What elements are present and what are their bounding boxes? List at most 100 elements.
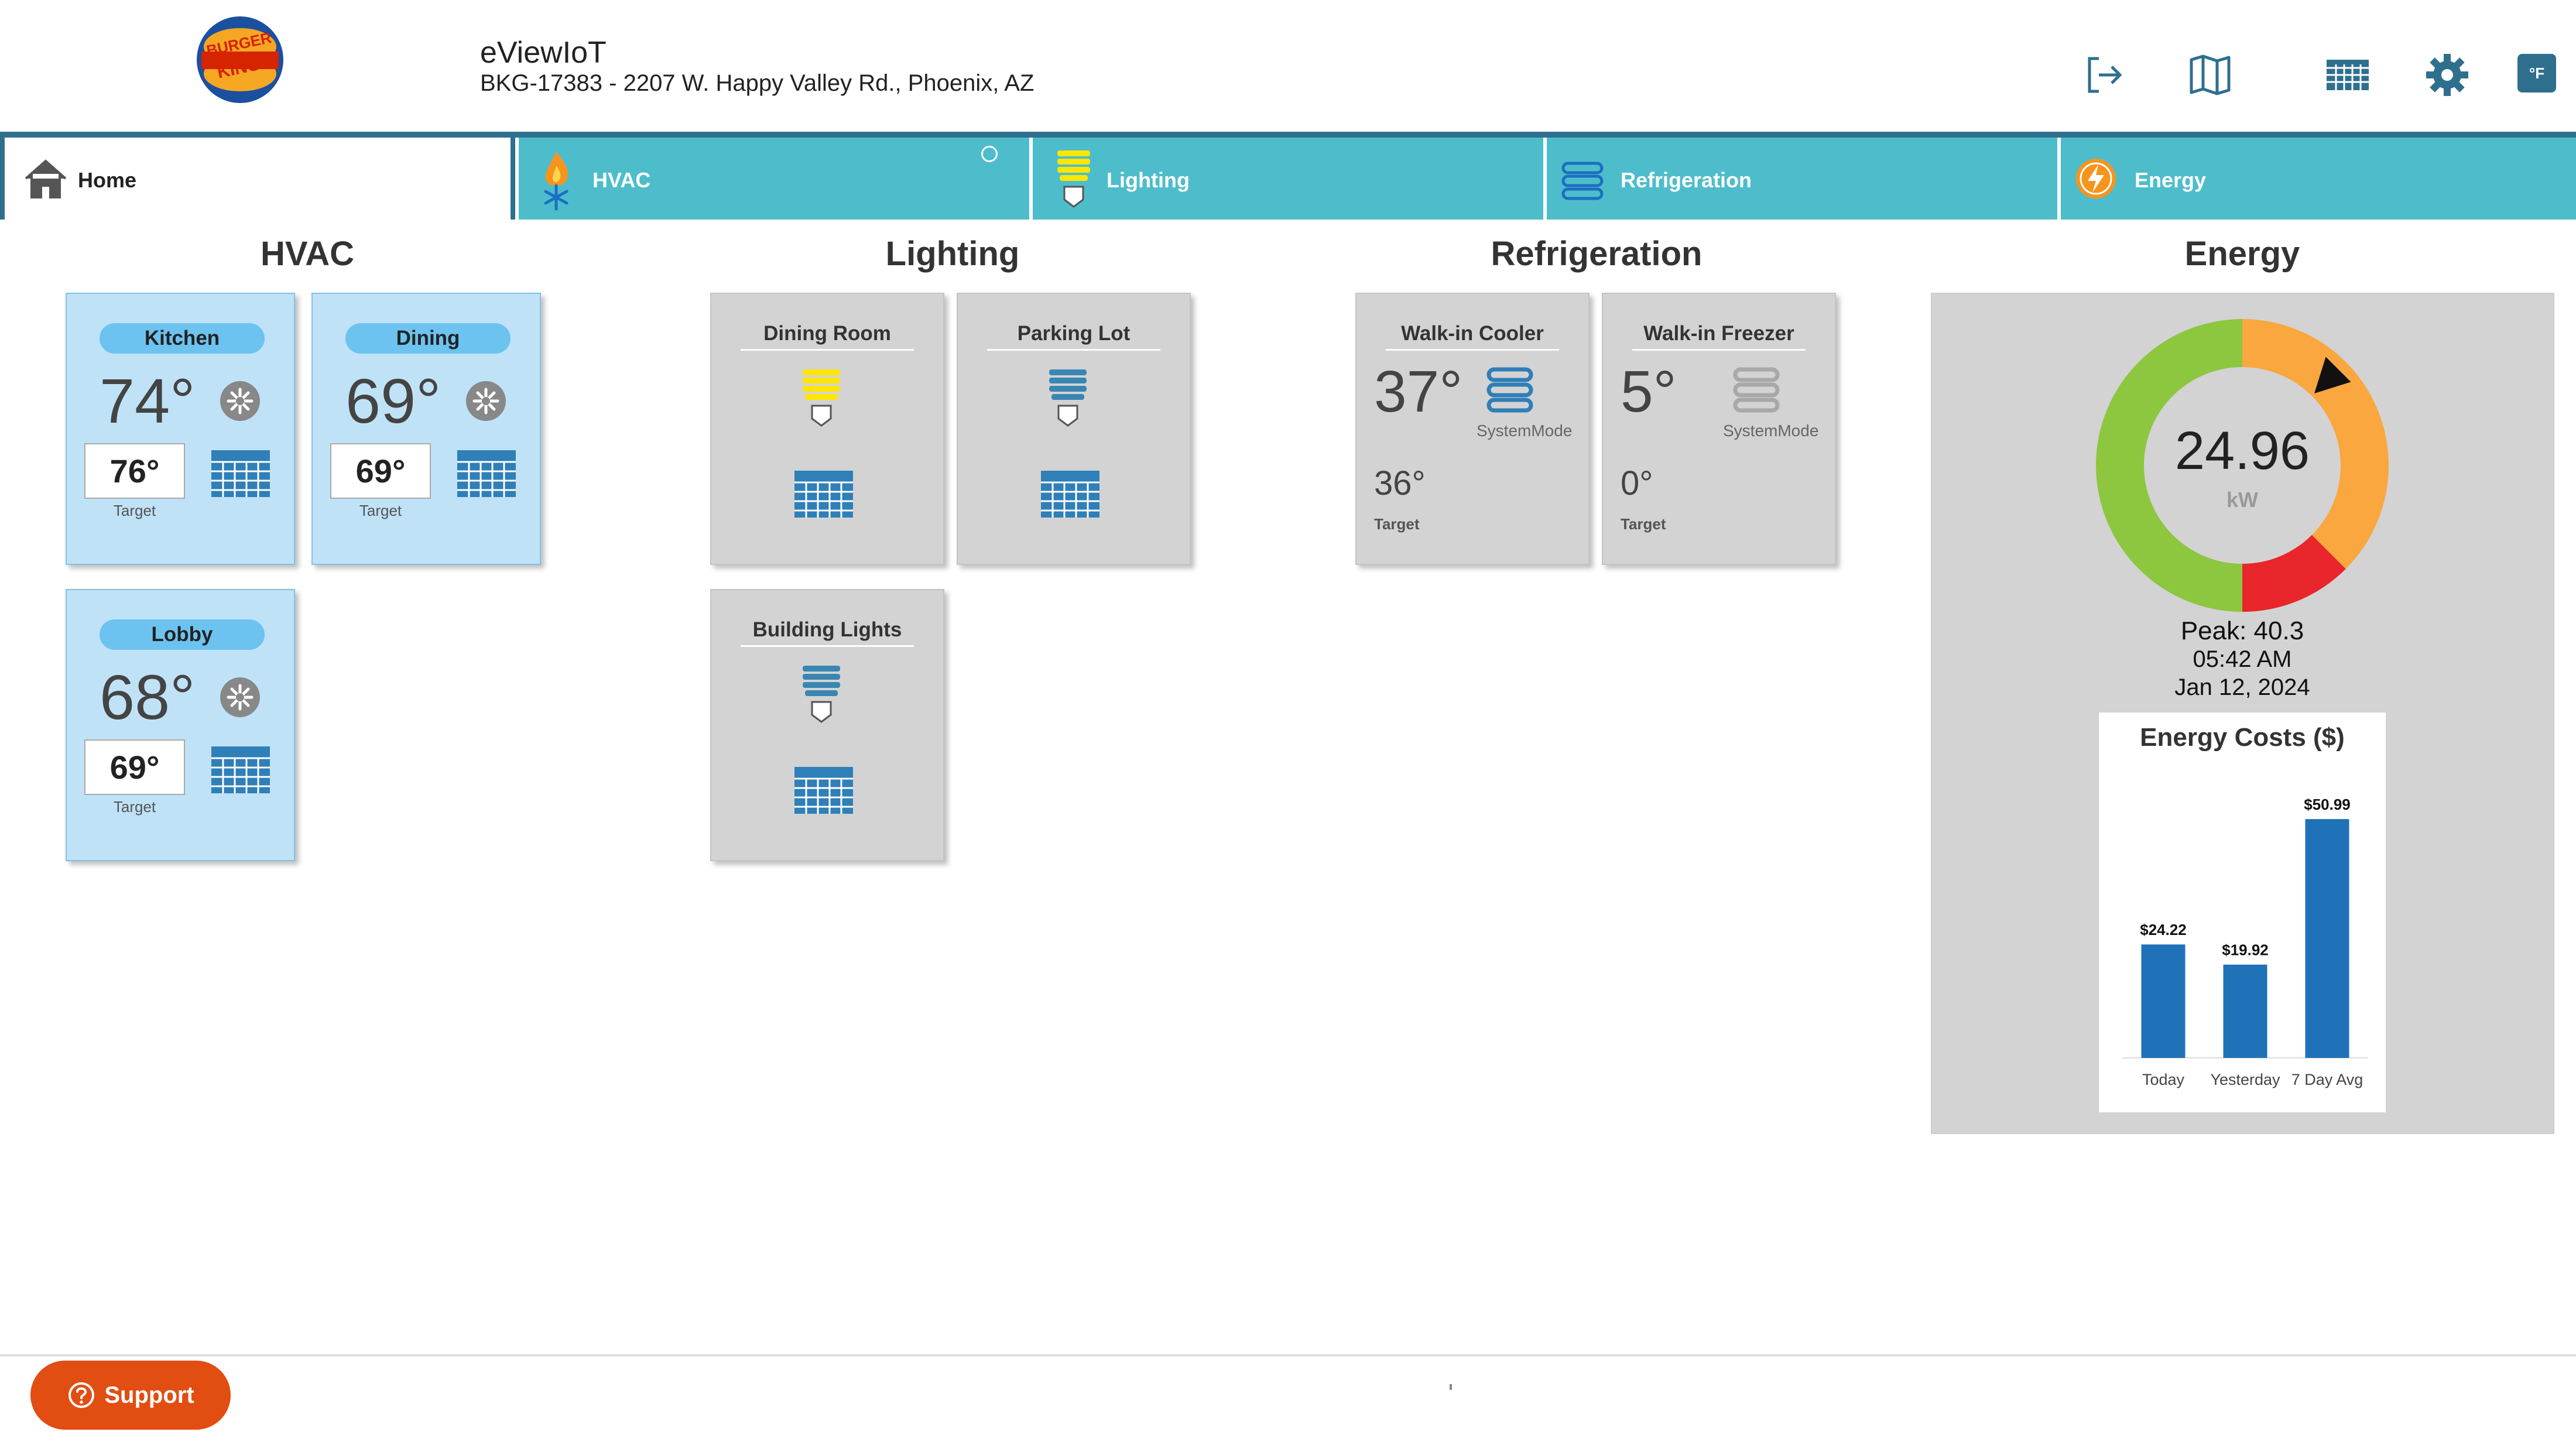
schedule-icon[interactable]	[456, 449, 517, 498]
zone-name: Kitchen	[100, 323, 265, 354]
power-value: 24.96	[2174, 421, 2310, 481]
category-label: Today	[2142, 1071, 2185, 1088]
footer-mark	[1450, 1384, 1452, 1390]
system-mode-label: SystemMode	[1477, 422, 1573, 440]
target-temp[interactable]: 69°	[84, 739, 185, 795]
gauge-arc-red	[2242, 535, 2346, 612]
schedule-icon[interactable]	[210, 745, 271, 794]
bar	[2305, 819, 2349, 1058]
logout-icon[interactable]	[2081, 52, 2128, 98]
lighting-zone-card[interactable]: Building Lights	[710, 589, 944, 861]
power-unit: kW	[2226, 488, 2258, 512]
tab-home[interactable]: Home	[0, 138, 515, 220]
target-label: Target	[113, 502, 156, 519]
help-icon	[68, 1382, 95, 1408]
fahrenheit-toggle-icon[interactable]: °F	[2517, 54, 2556, 93]
hvac-zone-card[interactable]: Kitchen 74° 76° Target	[66, 293, 295, 565]
map-icon[interactable]	[2187, 52, 2234, 98]
lighting-section-title: Lighting	[885, 235, 1020, 273]
header-divider	[0, 132, 2576, 138]
app-title: eViewIoT	[480, 36, 607, 70]
current-temp: 68°	[100, 662, 196, 732]
target-label: Target	[1374, 515, 1420, 533]
tab-home-label: Home	[78, 168, 137, 192]
gauge-needle	[2314, 357, 2351, 393]
lighting-zone-card[interactable]: Parking Lot	[957, 293, 1191, 565]
zone-name: Building Lights	[741, 618, 914, 647]
current-temp: 5°	[1621, 359, 1677, 424]
peak-time: 05:42 AM	[2193, 646, 2292, 672]
home-icon	[25, 159, 67, 198]
hvac-icon	[544, 152, 568, 211]
unit-name: Walk-in Cooler	[1386, 322, 1559, 351]
target-label: Target	[113, 798, 156, 816]
target-label: Target	[359, 502, 402, 519]
bulb-off-icon	[803, 666, 840, 723]
burger-king-logo: BURGER KING	[197, 16, 283, 103]
refrigeration-inactive-icon	[1733, 367, 1780, 413]
gauge-arc-green	[2096, 319, 2242, 612]
fan-icon	[220, 381, 260, 421]
fan-icon	[466, 381, 506, 421]
zone-name: Dining Room	[741, 322, 914, 351]
support-label: Support	[104, 1382, 194, 1408]
refrigeration-active-icon	[1486, 367, 1533, 413]
schedule-icon[interactable]	[793, 470, 854, 519]
target-temp: 0°	[1621, 464, 1653, 502]
tab-hvac-label: HVAC	[592, 168, 651, 192]
tab-lighting-label: Lighting	[1107, 168, 1190, 192]
zone-name: Dining	[345, 323, 511, 354]
bar-value-label: $19.92	[2222, 941, 2269, 959]
lighting-zone-card[interactable]: Dining Room	[710, 293, 944, 565]
footer-divider	[0, 1354, 2576, 1356]
fan-icon	[220, 677, 260, 717]
unit-name: Walk-in Freezer	[1632, 322, 1806, 351]
system-mode-label: SystemMode	[1723, 422, 1819, 440]
hvac-zone-card[interactable]: Lobby 68° 69° Target	[66, 589, 295, 861]
bulb-on-icon	[803, 369, 840, 427]
settings-icon[interactable]	[2424, 52, 2471, 98]
target-temp[interactable]: 69°	[330, 443, 431, 499]
bar	[2223, 964, 2267, 1058]
tab-hvac[interactable]: HVAC	[519, 138, 1029, 220]
schedule-icon[interactable]	[1040, 470, 1101, 519]
current-temp: 37°	[1374, 359, 1463, 424]
bulb-icon	[1057, 150, 1090, 208]
tab-refrigeration[interactable]: Refrigeration	[1547, 138, 2057, 220]
refrigeration-section-title: Refrigeration	[1491, 235, 1703, 273]
power-gauge	[2096, 319, 2389, 612]
peak-value: Peak: 40.3	[2180, 616, 2304, 645]
target-temp[interactable]: 76°	[84, 443, 185, 499]
tab-refrigeration-label: Refrigeration	[1621, 168, 1752, 192]
hvac-section-title: HVAC	[260, 235, 355, 273]
tab-energy[interactable]: Energy	[2061, 138, 2576, 220]
bar-value-label: $24.22	[2140, 921, 2187, 938]
schedule-icon[interactable]	[793, 766, 854, 815]
schedule-grid-icon[interactable]	[2324, 52, 2371, 98]
zone-name: Parking Lot	[987, 322, 1160, 351]
tab-lighting[interactable]: Lighting	[1033, 138, 1543, 220]
target-temp: 36°	[1374, 464, 1426, 502]
refrigeration-unit-card[interactable]: Walk-in Cooler 37° SystemMode 36° Target	[1355, 293, 1590, 565]
support-button[interactable]: Support	[30, 1361, 231, 1430]
current-temp: 69°	[345, 365, 441, 436]
chart-title: Energy Costs ($)	[2140, 723, 2345, 752]
zone-name: Lobby	[100, 619, 265, 650]
gauge-arc-orange	[2242, 319, 2389, 569]
refrigeration-unit-card[interactable]: Walk-in Freezer 5° SystemMode 0° Target	[1602, 293, 1836, 565]
hvac-zone-card[interactable]: Dining 69° 69° Target	[311, 293, 541, 565]
hvac-status-indicator	[981, 146, 998, 162]
header: BURGER KING eViewIoT BKG-17383 - 2207 W.…	[0, 0, 2576, 132]
energy-icon	[2076, 159, 2116, 198]
refrigeration-icon	[1561, 162, 1604, 200]
current-temp: 74°	[100, 365, 196, 436]
bar	[2141, 944, 2186, 1058]
target-label: Target	[1621, 515, 1666, 533]
category-label: 7 Day Avg	[2291, 1071, 2363, 1088]
store-address: BKG-17383 - 2207 W. Happy Valley Rd., Ph…	[480, 70, 1034, 96]
bar-value-label: $50.99	[2304, 796, 2351, 813]
schedule-icon[interactable]	[210, 449, 271, 498]
energy-section-title: Energy	[2184, 235, 2300, 273]
